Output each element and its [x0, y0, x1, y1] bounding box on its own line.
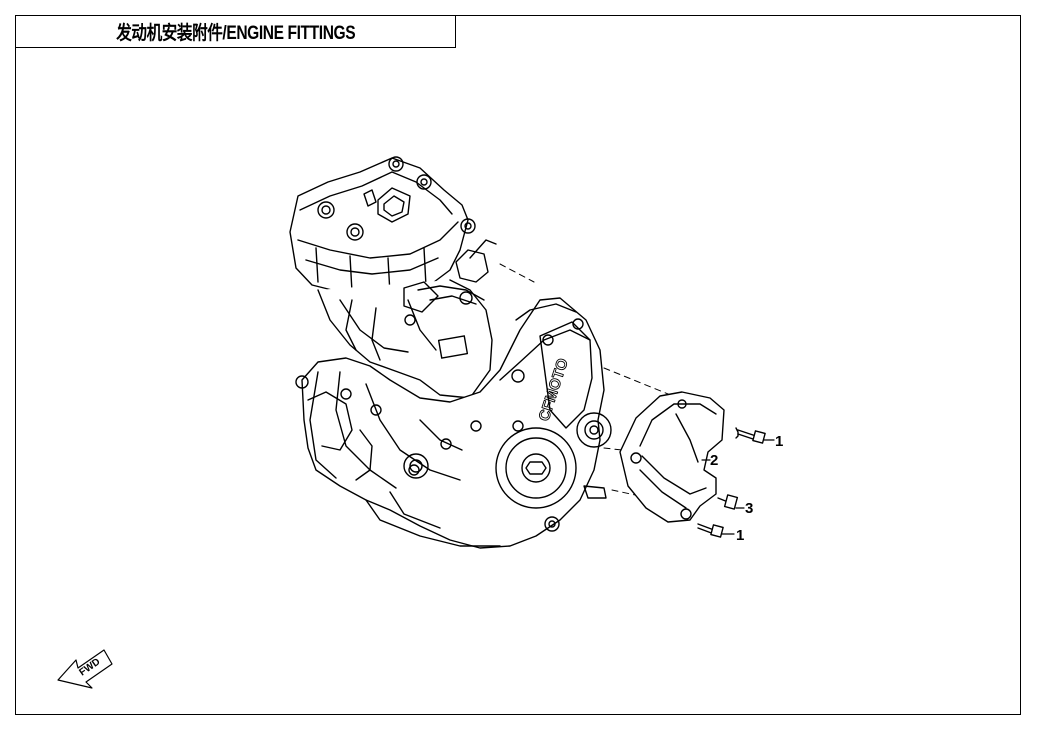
cylinder-block — [317, 239, 497, 399]
sprocket-cover — [619, 391, 725, 523]
forward-arrow-icon — [57, 649, 113, 689]
title-box: 发动机安装附件/ENGINE FITTINGS — [15, 15, 456, 48]
drawing-frame — [15, 15, 1021, 715]
bolt-1b — [697, 523, 724, 538]
callout-1-lower: 1 — [736, 527, 744, 544]
callout-2: 2 — [710, 452, 718, 469]
page-title: 发动机安装附件/ENGINE FITTINGS — [115, 23, 355, 44]
crankcase — [295, 297, 612, 549]
bolt-3 — [717, 494, 739, 510]
callout-1-upper: 1 — [775, 433, 783, 450]
leader-lines — [701, 439, 775, 535]
valve-cover — [289, 156, 476, 296]
bolt-1a — [735, 427, 766, 444]
callout-3: 3 — [745, 500, 753, 517]
